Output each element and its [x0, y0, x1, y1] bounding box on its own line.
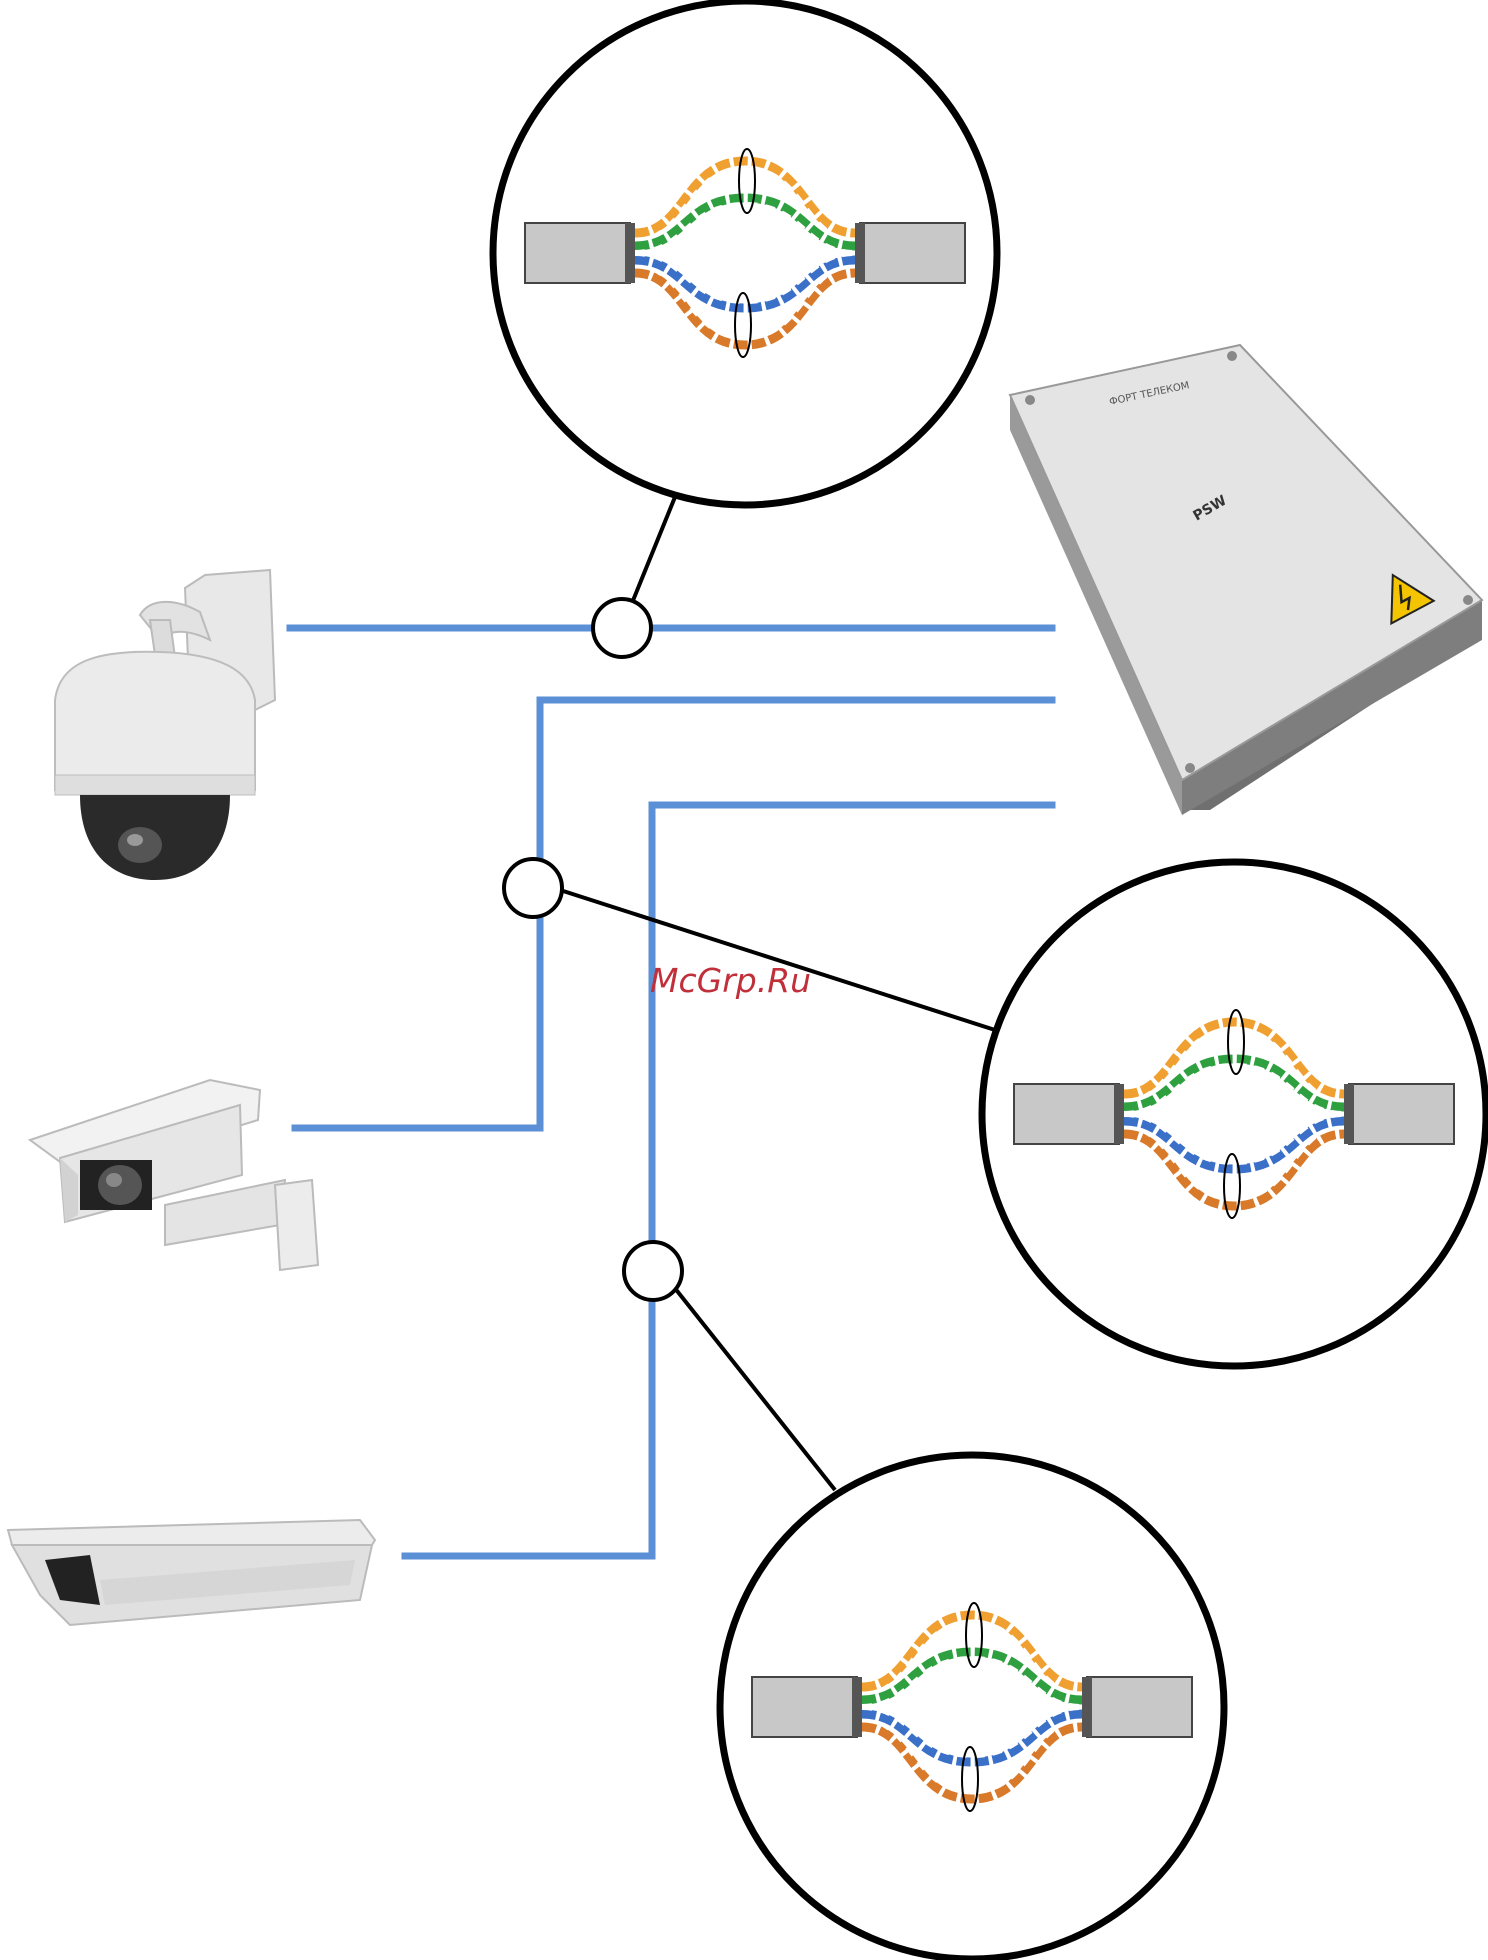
splice-marker-1	[593, 599, 651, 657]
leader-line-1	[632, 497, 675, 603]
leader-line-2	[560, 890, 995, 1030]
cable-lines	[290, 628, 1052, 1556]
outdoor-housing-camera-icon	[8, 1520, 375, 1625]
leader-line-3	[670, 1282, 835, 1490]
detail-circle-2	[982, 862, 1486, 1366]
psw-enclosure: ФОРТ ТЕЛЕКОМ PSW	[1010, 345, 1482, 815]
detail-circle-3	[720, 1455, 1224, 1959]
watermark-text: McGrp.Ru	[650, 961, 811, 1000]
cable-housing-camera	[405, 805, 1052, 1556]
splice-marker-3	[624, 1242, 682, 1300]
ptz-dome-camera-icon	[55, 570, 275, 880]
detail-circle-1	[493, 1, 997, 505]
splice-marker-2	[504, 859, 562, 917]
box-camera-housing-icon	[30, 1080, 318, 1270]
cable-box-camera	[295, 700, 1052, 1128]
